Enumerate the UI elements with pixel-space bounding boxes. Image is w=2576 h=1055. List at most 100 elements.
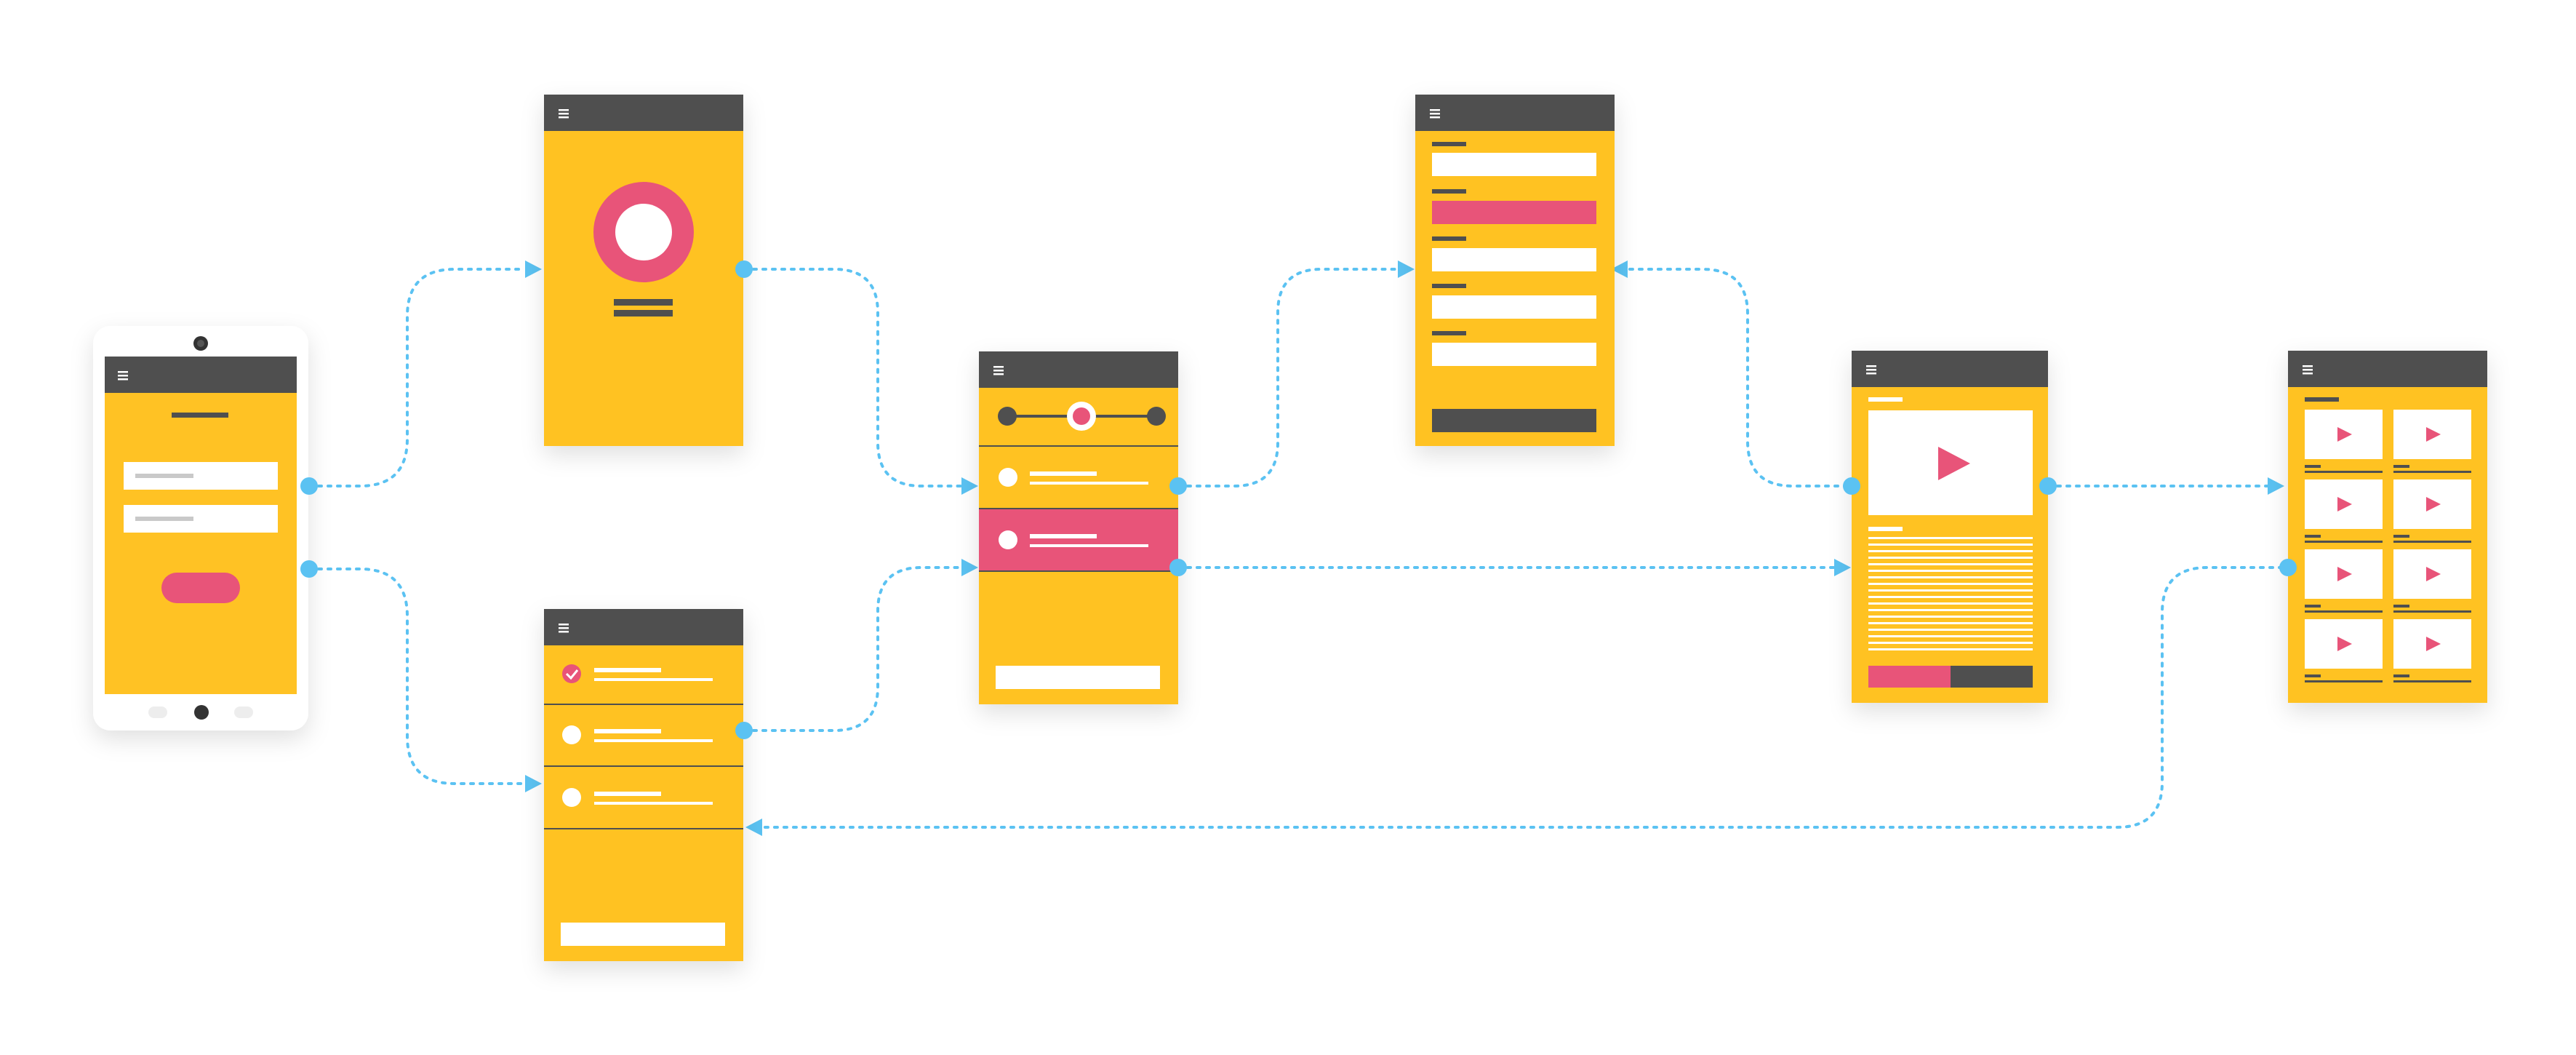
header-bar <box>1852 351 2048 387</box>
play-icon[interactable] <box>2426 427 2441 442</box>
connector-dot <box>2279 559 2297 576</box>
form-field[interactable] <box>1432 248 1596 271</box>
submit-button[interactable] <box>561 923 725 946</box>
connector-dot <box>2039 477 2057 495</box>
continue-button[interactable] <box>996 666 1160 689</box>
play-icon[interactable] <box>2337 567 2352 581</box>
arrow-head <box>961 477 978 495</box>
password-placeholder <box>135 517 193 521</box>
divider <box>544 828 743 829</box>
profile-subtitle-line <box>614 310 673 316</box>
list-item[interactable] <box>562 788 713 807</box>
thumbnail-title-line <box>2393 535 2409 538</box>
connector-dot <box>1169 559 1187 576</box>
video-thumbnail[interactable] <box>2393 479 2471 543</box>
video-thumbnail[interactable] <box>2393 549 2471 613</box>
primary-action-button[interactable] <box>1868 666 1951 688</box>
video-thumbnail[interactable] <box>2393 410 2471 473</box>
connector-login-to-checklist <box>308 568 527 785</box>
form-field[interactable] <box>1432 343 1596 366</box>
secondary-action-button[interactable] <box>1951 666 2033 688</box>
description-heading <box>1868 527 1903 531</box>
video-thumbnail[interactable] <box>2393 619 2471 682</box>
play-icon[interactable] <box>2426 567 2441 581</box>
menu-icon[interactable] <box>993 366 1004 375</box>
menu-icon[interactable] <box>1430 109 1440 119</box>
menu-icon[interactable] <box>118 371 128 381</box>
play-icon[interactable] <box>2426 497 2441 511</box>
login-button[interactable] <box>161 573 240 603</box>
arrow-head <box>1834 559 1851 576</box>
video-thumbnail[interactable] <box>2305 479 2383 543</box>
slider-active-dot <box>1073 407 1090 425</box>
screen-video-grid <box>2288 351 2487 703</box>
connector-dot <box>300 477 318 495</box>
menu-icon[interactable] <box>1866 365 1876 375</box>
connector-dot <box>1169 477 1187 495</box>
thumbnail-title-line <box>2393 674 2409 677</box>
arrow-head <box>525 260 542 278</box>
form-field[interactable] <box>1432 295 1596 319</box>
radio-icon[interactable] <box>999 530 1017 549</box>
thumbnail-title-line <box>2393 605 2409 608</box>
field-label <box>1432 236 1466 241</box>
connector-login-to-profile <box>308 268 527 487</box>
recent-nav-button[interactable] <box>234 706 253 718</box>
form-field[interactable] <box>1432 153 1596 176</box>
menu-icon[interactable] <box>559 109 569 119</box>
back-nav-button[interactable] <box>148 706 167 718</box>
avatar <box>615 204 672 260</box>
thumbnail-title-line <box>2393 465 2409 468</box>
item-title-line <box>1030 471 1097 476</box>
video-grid <box>2305 410 2471 682</box>
camera-lens <box>197 340 204 347</box>
thumbnail-caption-line <box>2393 541 2471 543</box>
item-detail-line <box>594 678 713 681</box>
header-bar <box>544 609 743 645</box>
connector-dot <box>1843 477 1860 495</box>
menu-icon[interactable] <box>2303 365 2313 375</box>
header-bar <box>1415 95 1615 131</box>
item-detail-line <box>594 739 713 742</box>
thumbnail-caption-line <box>2305 541 2383 543</box>
header-bar <box>544 95 743 131</box>
option-item[interactable] <box>999 468 1148 487</box>
play-icon[interactable] <box>2426 637 2441 651</box>
header-bar <box>2288 351 2487 387</box>
divider <box>544 704 743 705</box>
unchecked-checkbox-icon[interactable] <box>562 725 581 744</box>
connector-grid-to-checklist <box>761 566 2284 829</box>
field-label <box>1432 331 1466 335</box>
connector-dot <box>735 260 753 278</box>
arrow-head <box>1611 260 1628 278</box>
field-label <box>1432 284 1466 288</box>
list-item[interactable] <box>562 725 713 744</box>
play-icon[interactable] <box>2337 637 2352 651</box>
video-thumbnail[interactable] <box>2305 410 2383 473</box>
menu-icon[interactable] <box>559 624 569 633</box>
item-detail-line <box>594 802 713 805</box>
video-thumbnail[interactable] <box>2305 549 2383 613</box>
screen-profile <box>544 95 743 446</box>
connector-profile-to-options <box>743 268 963 487</box>
play-icon[interactable] <box>1938 447 1970 480</box>
slider-min-handle[interactable] <box>998 407 1017 426</box>
unchecked-checkbox-icon[interactable] <box>562 788 581 807</box>
arrow-head <box>745 819 762 836</box>
screen-frame <box>544 609 743 961</box>
play-icon[interactable] <box>2337 427 2352 442</box>
video-title-line <box>1868 397 1903 402</box>
list-item[interactable] <box>562 664 713 683</box>
range-slider[interactable] <box>998 402 1166 431</box>
option-item-selected[interactable] <box>999 530 1148 549</box>
video-thumbnail[interactable] <box>2305 619 2383 682</box>
thumbnail-caption-line <box>2393 471 2471 473</box>
connector-options-to-form <box>1177 268 1399 487</box>
slider-max-handle[interactable] <box>1147 407 1166 426</box>
submit-button[interactable] <box>1432 409 1596 432</box>
checked-checkbox-icon[interactable] <box>562 664 581 683</box>
radio-icon[interactable] <box>999 468 1017 487</box>
home-nav-button[interactable] <box>194 705 209 720</box>
play-icon[interactable] <box>2337 497 2352 511</box>
form-field-focused[interactable] <box>1432 201 1596 224</box>
